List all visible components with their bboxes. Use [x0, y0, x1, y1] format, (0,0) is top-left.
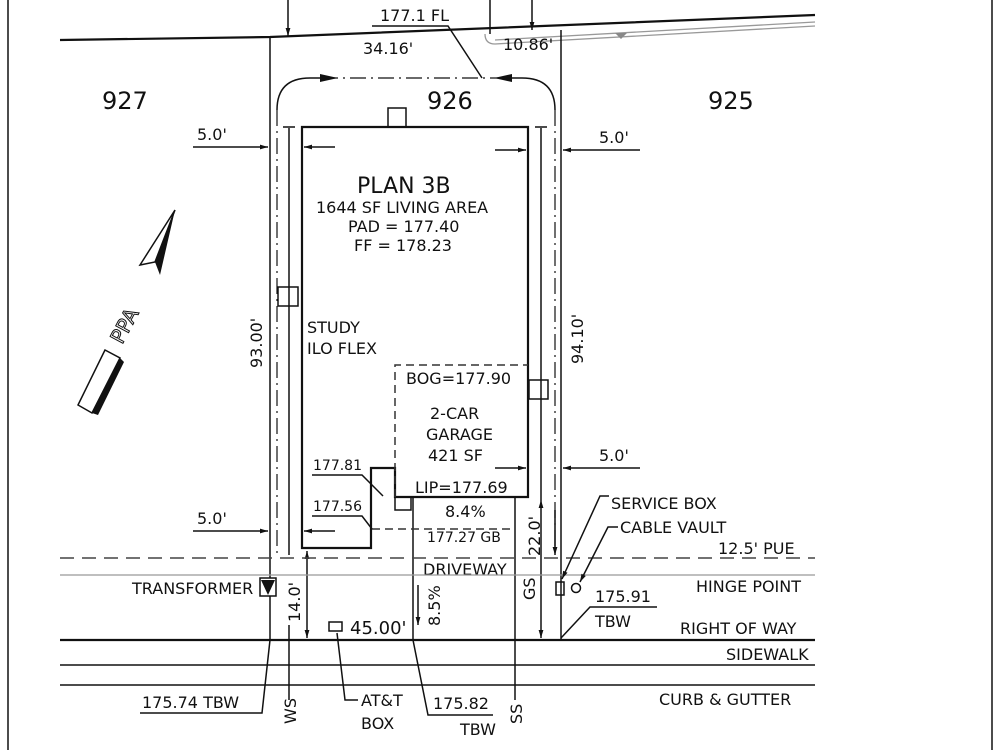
cable-vault-label: CABLE VAULT [620, 518, 726, 537]
garage-label-2: GARAGE [426, 425, 493, 444]
ss-label: SS [507, 704, 526, 724]
tbw-left: 175.74 TBW [142, 693, 239, 712]
hinge-label: HINGE POINT [696, 577, 801, 596]
g1-leader [312, 474, 384, 497]
slope-8-5: 8.5% [425, 585, 444, 626]
garage-label-1: 2-CAR [430, 404, 479, 423]
front-setback: 14.0' [285, 582, 304, 622]
row-label: RIGHT OF WAY [680, 619, 797, 638]
swale-line-2 [494, 21, 816, 41]
lot-number-925: 925 [708, 87, 754, 115]
lot-number-926: 926 [427, 87, 473, 115]
depth-left: 93.00' [247, 318, 266, 368]
living-area: 1644 SF LIVING AREA [316, 198, 488, 217]
grade-177-56: 177.56 [313, 499, 362, 515]
pad-elevation: PAD = 177.40 [348, 217, 459, 236]
ff-elevation: FF = 178.23 [354, 236, 452, 255]
transformer-label: TRANSFORMER [131, 579, 253, 598]
garage-outline [394, 364, 528, 497]
north-arrow-icon [77, 209, 176, 415]
frontage-left: 34.16' [363, 39, 413, 58]
width-45: 45.00' [350, 618, 406, 639]
pue-label: 12.5' PUE [718, 539, 795, 558]
bump-out-top [387, 107, 407, 128]
garage-setback: 22.0' [525, 516, 544, 556]
setback-right-top: 5.0' [599, 128, 629, 147]
service-box-label: SERVICE BOX [611, 494, 717, 513]
tbw-right-label: TBW [594, 612, 631, 631]
grade-177-81: 177.81 [313, 458, 362, 474]
frontage-right: 10.86' [503, 35, 553, 54]
tbw-mid-leader [412, 639, 493, 716]
building-envelope-corner-left [276, 77, 320, 111]
cable-vault-icon [570, 582, 582, 594]
flow-triangle-icon [615, 33, 627, 39]
tbw-right-value: 175.91 [595, 587, 651, 606]
g2-leader [312, 515, 373, 530]
step [394, 496, 412, 511]
tbw-left-leader [140, 639, 271, 714]
service-box-icon [555, 581, 565, 596]
bog-elevation: BOG=177.90 [406, 369, 511, 388]
north-arrow-lettering: PPA [105, 304, 143, 348]
ac-pad [277, 286, 299, 307]
curb-label: CURB & GUTTER [659, 690, 791, 709]
setback-right-garage: 5.0' [599, 446, 629, 465]
sidewalk-label: SIDEWALK [726, 645, 809, 664]
ws-label: WS [281, 698, 300, 724]
setback-left-top: 5.0' [197, 125, 227, 144]
att-label-1: AT&T [361, 691, 403, 710]
flex-label: ILO FLEX [307, 339, 377, 358]
side-pad [528, 379, 549, 400]
att-leader [336, 632, 358, 701]
fl-label: 177.1 FL [380, 6, 449, 25]
setback-left-bottom: 5.0' [197, 509, 227, 528]
lip-elevation: LIP=177.69 [415, 478, 508, 497]
att-box-icon [328, 621, 343, 632]
study-label: STUDY [307, 318, 360, 337]
tbw-mid-label: TBW [459, 720, 496, 739]
swale-line [484, 25, 816, 45]
service-box-leader [561, 495, 609, 580]
fl-leader [372, 25, 483, 79]
plan-title: PLAN 3B [357, 174, 451, 199]
gs-label: GS [520, 577, 539, 600]
transformer-mark [261, 580, 275, 595]
grade-break: 177.27 GB [427, 530, 501, 546]
depth-right: 94.10' [568, 314, 587, 364]
att-label-2: BOX [361, 714, 394, 733]
tbw-mid-value: 175.82 [433, 694, 489, 713]
building-envelope-corner-right [512, 77, 556, 111]
cable-vault-leader [579, 526, 618, 583]
slope-8-4: 8.4% [445, 502, 486, 521]
driveway-label: DRIVEWAY [423, 560, 507, 579]
garage-area: 421 SF [428, 446, 483, 465]
tbw-right-leader [560, 606, 657, 639]
lot-number-927: 927 [102, 87, 148, 115]
